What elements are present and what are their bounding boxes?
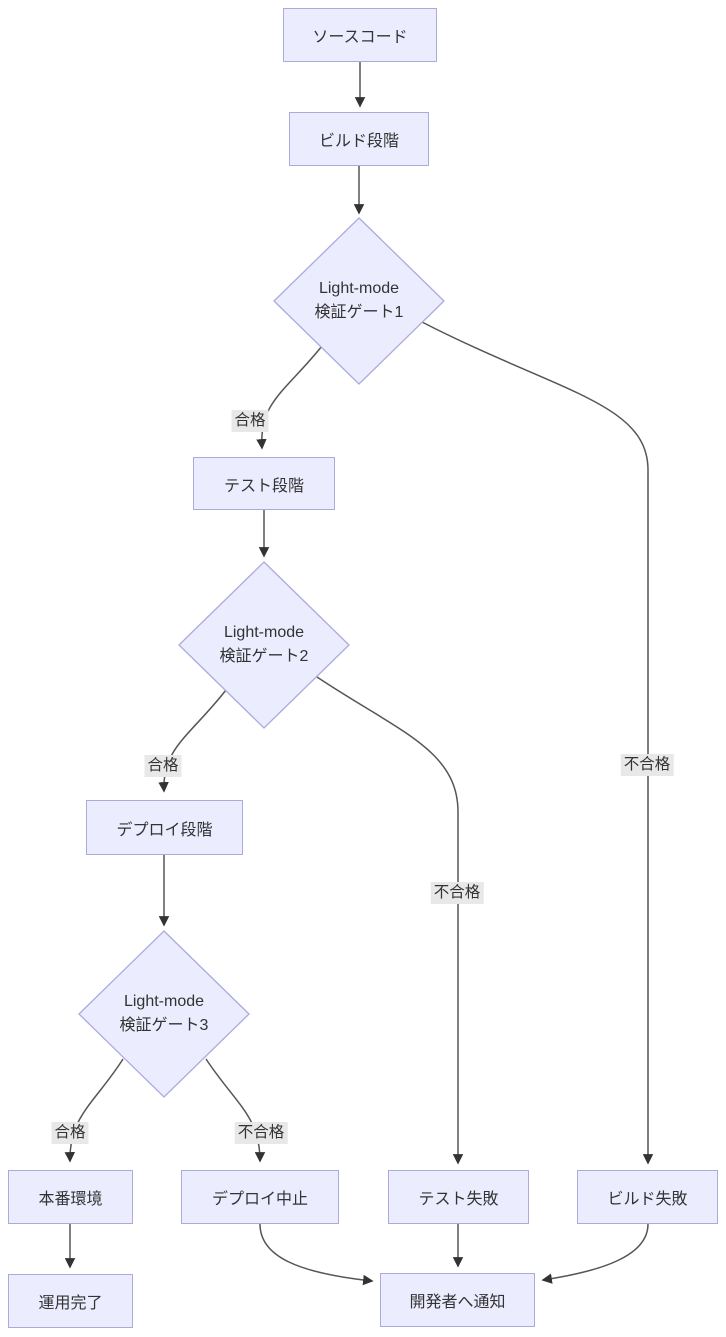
node-build-label: ビルド段階 — [318, 133, 399, 150]
edge-label-gate2-fail: 不合格 — [430, 882, 484, 904]
node-gate2-label: Light-mode 検証ゲート2 — [220, 621, 309, 669]
node-gate2-label-line2: 検証ゲート2 — [219, 648, 309, 665]
node-abort: デプロイ中止 — [181, 1170, 339, 1224]
node-build-fail: ビルド失敗 — [577, 1170, 718, 1224]
edge-gate1-buildfail-fail — [419, 320, 654, 1165]
node-source-label: ソースコード — [312, 29, 408, 46]
node-gate3-label-line1: Light-mode — [123, 993, 205, 1010]
edge-gate2-deploy-pass — [158, 689, 227, 793]
edge-gate3-production-pass — [64, 1058, 124, 1163]
edge-gate1-test-pass — [256, 345, 323, 450]
edge-label-gate1-pass: 合格 — [231, 410, 269, 432]
node-gate1-label: Light-mode 検証ゲート1 — [315, 277, 404, 325]
node-test: テスト段階 — [193, 457, 335, 510]
node-gate3-label: Light-mode 検証ゲート3 — [120, 990, 209, 1038]
node-test-label: テスト段階 — [223, 477, 304, 495]
node-deploy: デプロイ段階 — [86, 800, 243, 855]
edge-label-gate3-pass: 合格 — [51, 1122, 89, 1144]
edge-label-gate2-pass: 合格 — [144, 755, 182, 777]
node-production: 本番環境 — [8, 1170, 133, 1224]
node-notify: 開発者へ通知 — [380, 1273, 535, 1327]
node-source: ソースコード — [283, 8, 437, 62]
node-notify-label: 開発者へ通知 — [409, 1294, 506, 1311]
node-gate2-shape — [178, 561, 350, 729]
node-gate3-label-line2: 検証ゲート3 — [119, 1017, 209, 1034]
node-production-label: 本番環境 — [38, 1191, 103, 1208]
node-deploy-label: デプロイ段階 — [116, 821, 213, 839]
node-complete-label: 運用完了 — [38, 1295, 103, 1312]
node-complete: 運用完了 — [8, 1274, 133, 1328]
edge-gate3-abort-fail — [205, 1058, 266, 1163]
node-gate2-label-line1: Light-mode — [223, 624, 305, 641]
node-gate1-shape — [273, 217, 445, 385]
node-gate3-shape — [78, 930, 250, 1098]
edge-gate2-testfail-fail — [316, 676, 464, 1165]
node-test-fail-label: テスト失敗 — [418, 1191, 499, 1208]
node-gate1-label-line2: 検証ゲート1 — [314, 304, 404, 321]
edge-label-gate1-fail: 不合格 — [620, 754, 674, 776]
node-abort-label: デプロイ中止 — [211, 1191, 308, 1208]
edge-abort-notify — [259, 1223, 374, 1286]
node-build-fail-label: ビルド失敗 — [607, 1191, 688, 1208]
node-test-fail: テスト失敗 — [388, 1170, 529, 1224]
edge-label-gate3-fail: 不合格 — [234, 1122, 288, 1144]
node-build: ビルド段階 — [289, 112, 429, 166]
node-gate1-label-line1: Light-mode — [318, 280, 400, 297]
edge-buildfail-notify — [541, 1223, 649, 1284]
